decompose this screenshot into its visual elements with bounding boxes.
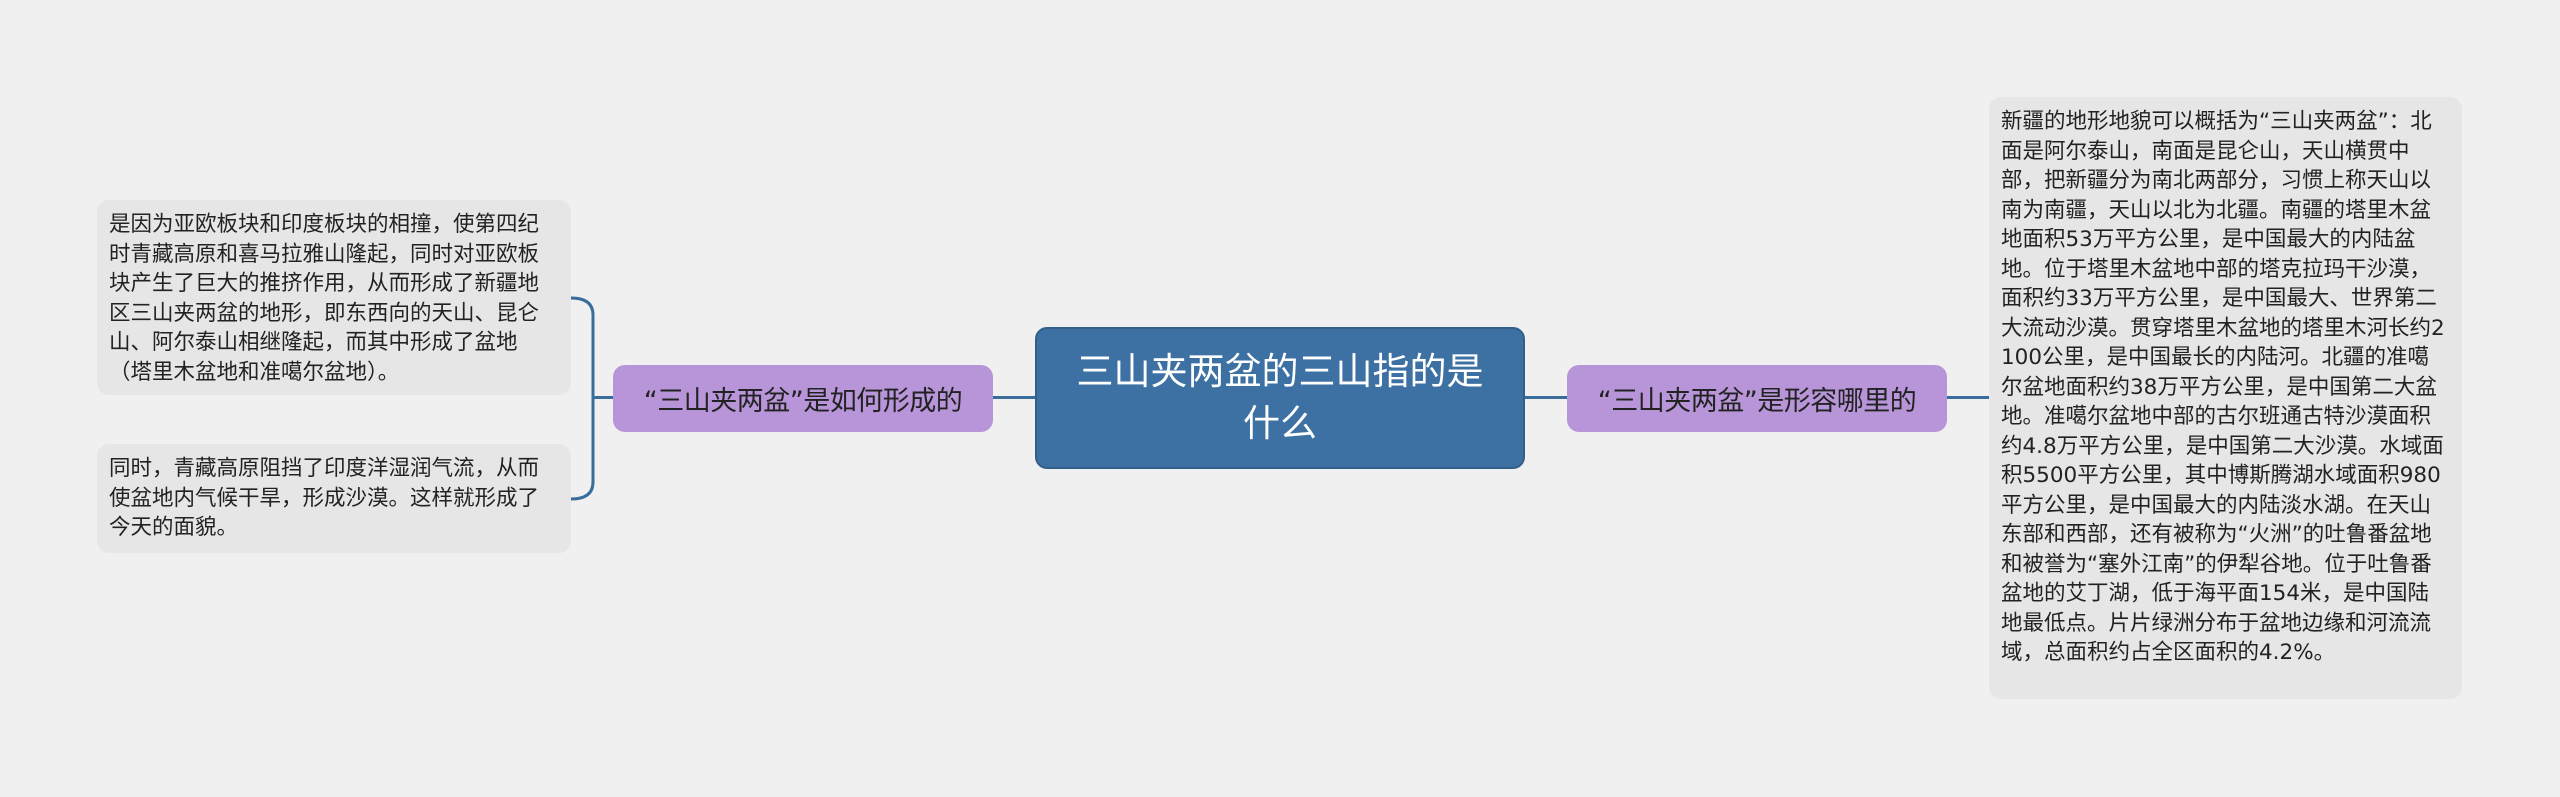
connector-right-branch-leaf	[1947, 396, 1989, 399]
branch-node-how-formed[interactable]: “三山夹两盆”是如何形成的	[613, 365, 993, 432]
leaf-text: 是因为亚欧板块和印度板块的相撞，使第四纪时青藏高原和喜马拉雅山隆起，同时对亚欧板…	[109, 212, 540, 385]
branch-label: “三山夹两盆”是如何形成的	[643, 386, 963, 417]
connector-left-branch-bracket	[592, 396, 613, 399]
leaf-node-formation-cause[interactable]: 是因为亚欧板块和印度板块的相撞，使第四纪时青藏高原和喜马拉雅山隆起，同时对亚欧板…	[97, 200, 571, 395]
leaf-text: 同时，青藏高原阻挡了印度洋湿润气流，从而使盆地内气候干旱，形成沙漠。这样就形成了…	[109, 456, 540, 540]
central-topic-label: 三山夹两盆的三山指的是什么	[1076, 350, 1484, 445]
central-topic-node[interactable]: 三山夹两盆的三山指的是什么	[1035, 327, 1525, 469]
branch-node-where[interactable]: “三山夹两盆”是形容哪里的	[1567, 365, 1947, 432]
leaf-text: 新疆的地形地貌可以概括为“三山夹两盆”：北面是阿尔泰山，南面是昆仑山，天山横贯中…	[2001, 109, 2445, 665]
branch-label: “三山夹两盆”是形容哪里的	[1597, 386, 1917, 417]
left-bracket-connector	[570, 296, 595, 501]
leaf-node-formation-climate[interactable]: 同时，青藏高原阻挡了印度洋湿润气流，从而使盆地内气候干旱，形成沙漠。这样就形成了…	[97, 444, 571, 553]
leaf-node-xinjiang-terrain[interactable]: 新疆的地形地貌可以概括为“三山夹两盆”：北面是阿尔泰山，南面是昆仑山，天山横贯中…	[1989, 97, 2462, 699]
connector-center-right	[1525, 396, 1567, 399]
connector-center-left	[993, 396, 1035, 399]
